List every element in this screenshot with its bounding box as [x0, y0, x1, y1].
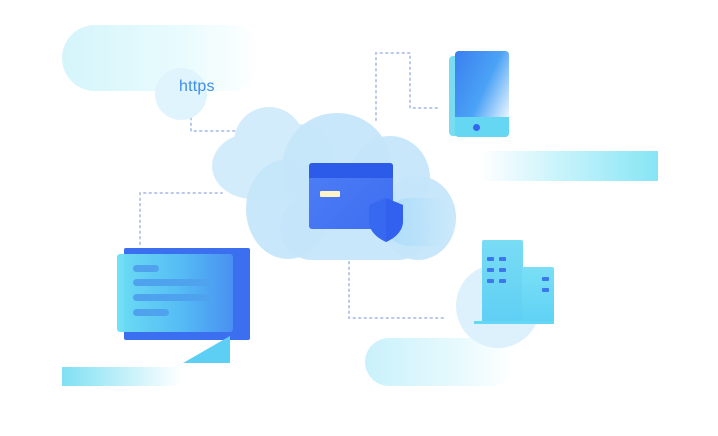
phone-home-button [473, 124, 480, 131]
building-base [474, 321, 554, 324]
buildings-icon [482, 240, 523, 323]
connector-buildings [348, 261, 447, 319]
connector-monitor [139, 192, 223, 245]
card-stripe [309, 163, 393, 178]
https-label: https [179, 78, 215, 95]
phone-screen [455, 51, 509, 117]
shield-icon [369, 198, 403, 242]
phone-icon [455, 51, 509, 137]
decor-bar-bottom-left [62, 367, 182, 386]
https-bubble [155, 68, 207, 120]
phone-bottom [455, 117, 509, 137]
monitor-text-line [133, 265, 159, 272]
monitor-text-line [133, 294, 211, 301]
connector-phone [375, 52, 441, 121]
card-chip [320, 191, 340, 197]
building-short [522, 267, 554, 323]
monitor-icon [117, 254, 233, 332]
monitor-text-line [133, 309, 169, 316]
decor-bar-right [480, 151, 658, 181]
monitor-text-line [133, 279, 211, 286]
monitor-stand-icon [183, 336, 230, 363]
